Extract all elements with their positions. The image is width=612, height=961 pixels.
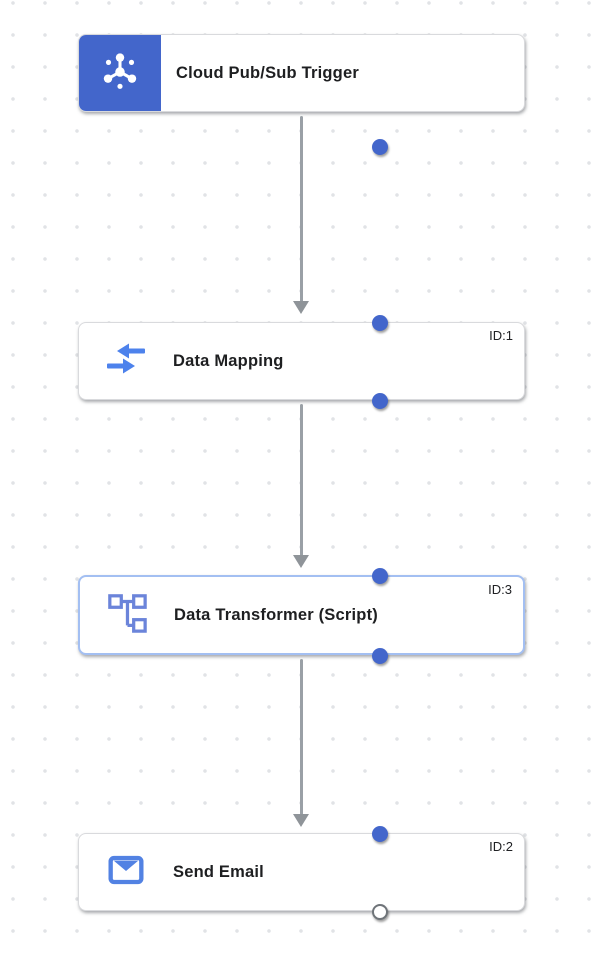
node-id-badge: ID:3	[488, 582, 512, 597]
node-send-email[interactable]: Send Email ID:2	[78, 826, 525, 920]
output-port[interactable]	[372, 393, 388, 409]
node-data-transformer-script[interactable]: Data Transformer (Script) ID:3	[78, 568, 525, 664]
edge-data-mapping-to-transformer[interactable]	[291, 404, 311, 568]
data-mapping-icon	[104, 342, 148, 380]
input-port[interactable]	[372, 826, 388, 842]
task-icon-area	[79, 834, 173, 910]
input-port[interactable]	[372, 315, 388, 331]
edge-line	[299, 404, 303, 556]
edge-arrowhead-icon	[293, 814, 309, 827]
node-label: Data Mapping	[173, 351, 284, 370]
node-id-badge: ID:2	[489, 839, 513, 854]
node-label: Cloud Pub/Sub Trigger	[176, 63, 359, 82]
node-label: Send Email	[173, 862, 264, 881]
data-transformer-icon	[106, 592, 148, 639]
output-port-open[interactable]	[372, 904, 388, 920]
node-id-badge: ID:1	[489, 328, 513, 343]
task-icon-area	[80, 577, 174, 653]
edge-line	[299, 659, 303, 815]
email-icon	[106, 850, 146, 895]
edge-line	[299, 116, 303, 302]
node-data-mapping[interactable]: Data Mapping ID:1	[78, 315, 525, 409]
edge-transformer-to-send-email[interactable]	[291, 659, 311, 827]
output-port[interactable]	[372, 139, 388, 155]
task-icon-area	[79, 323, 173, 399]
node-label: Data Transformer (Script)	[174, 605, 378, 624]
output-port[interactable]	[372, 648, 388, 664]
edge-arrowhead-icon	[293, 555, 309, 568]
edge-arrowhead-icon	[293, 301, 309, 314]
pubsub-icon	[97, 48, 143, 99]
input-port[interactable]	[372, 568, 388, 584]
trigger-icon-block	[79, 35, 161, 111]
node-cloud-pubsub-trigger[interactable]: Cloud Pub/Sub Trigger	[78, 34, 525, 155]
edge-trigger-to-data-mapping[interactable]	[291, 116, 311, 314]
